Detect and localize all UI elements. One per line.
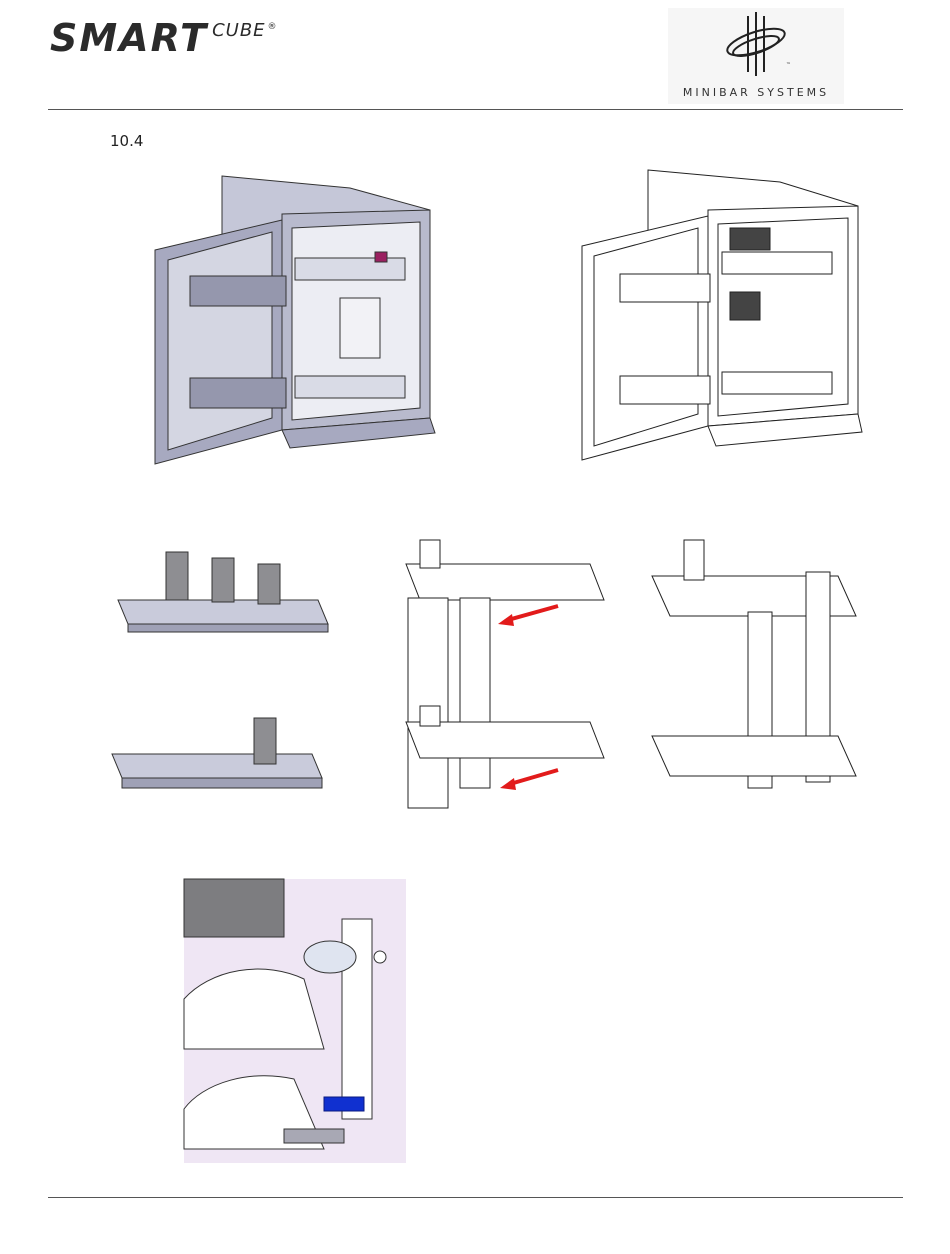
company-name: MINIBAR SYSTEMS bbox=[668, 86, 844, 99]
header-divider bbox=[48, 109, 903, 110]
brand-main-text: SMART bbox=[50, 14, 208, 62]
cabinet-color-figure bbox=[150, 168, 440, 468]
brand-logo: SMART CUBE ® bbox=[50, 14, 277, 62]
footer-divider bbox=[48, 1197, 903, 1198]
cabinet-lineart-figure bbox=[580, 168, 870, 468]
brand-registered-mark: ® bbox=[268, 22, 277, 32]
detail-closeup-figure bbox=[184, 879, 406, 1163]
shelf-dividers-down-figure bbox=[108, 718, 338, 808]
insert-arrow-top-icon bbox=[498, 606, 558, 626]
insert-arrow-bottom-icon bbox=[500, 770, 558, 790]
company-emblem-icon: ™ bbox=[668, 8, 844, 88]
trademark-mark: ™ bbox=[786, 62, 791, 68]
shelf-dividers-up-figure bbox=[108, 548, 338, 648]
shelf-frame-arrows-figure bbox=[400, 536, 610, 816]
brand-sup-text: CUBE bbox=[212, 20, 265, 41]
shelf-frame-assembled-figure bbox=[648, 536, 862, 806]
section-number: 10.4 bbox=[110, 132, 143, 150]
